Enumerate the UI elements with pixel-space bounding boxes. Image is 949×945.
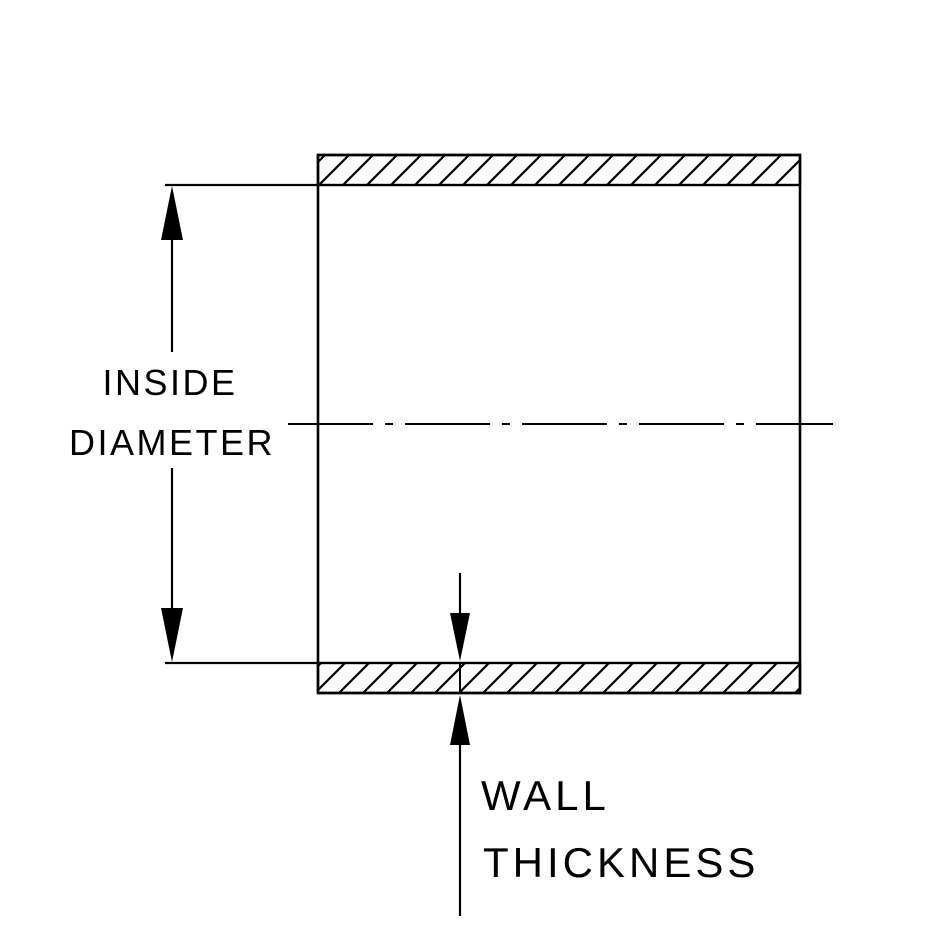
tube-top-wall-hatch	[316, 153, 802, 187]
arrow-down-icon	[450, 613, 470, 661]
arrow-down-icon	[161, 608, 183, 662]
inside-diameter-label-line1: INSIDE	[102, 362, 237, 403]
inside-diameter-label-line2: DIAMETER	[69, 422, 275, 463]
wall-thickness-label-line1: WALL	[481, 772, 610, 819]
wall-thickness-label-line2: THICKNESS	[483, 839, 759, 886]
arrow-up-icon	[161, 186, 183, 240]
tube-bottom-wall-hatch	[316, 661, 802, 695]
arrow-up-icon	[450, 695, 470, 745]
